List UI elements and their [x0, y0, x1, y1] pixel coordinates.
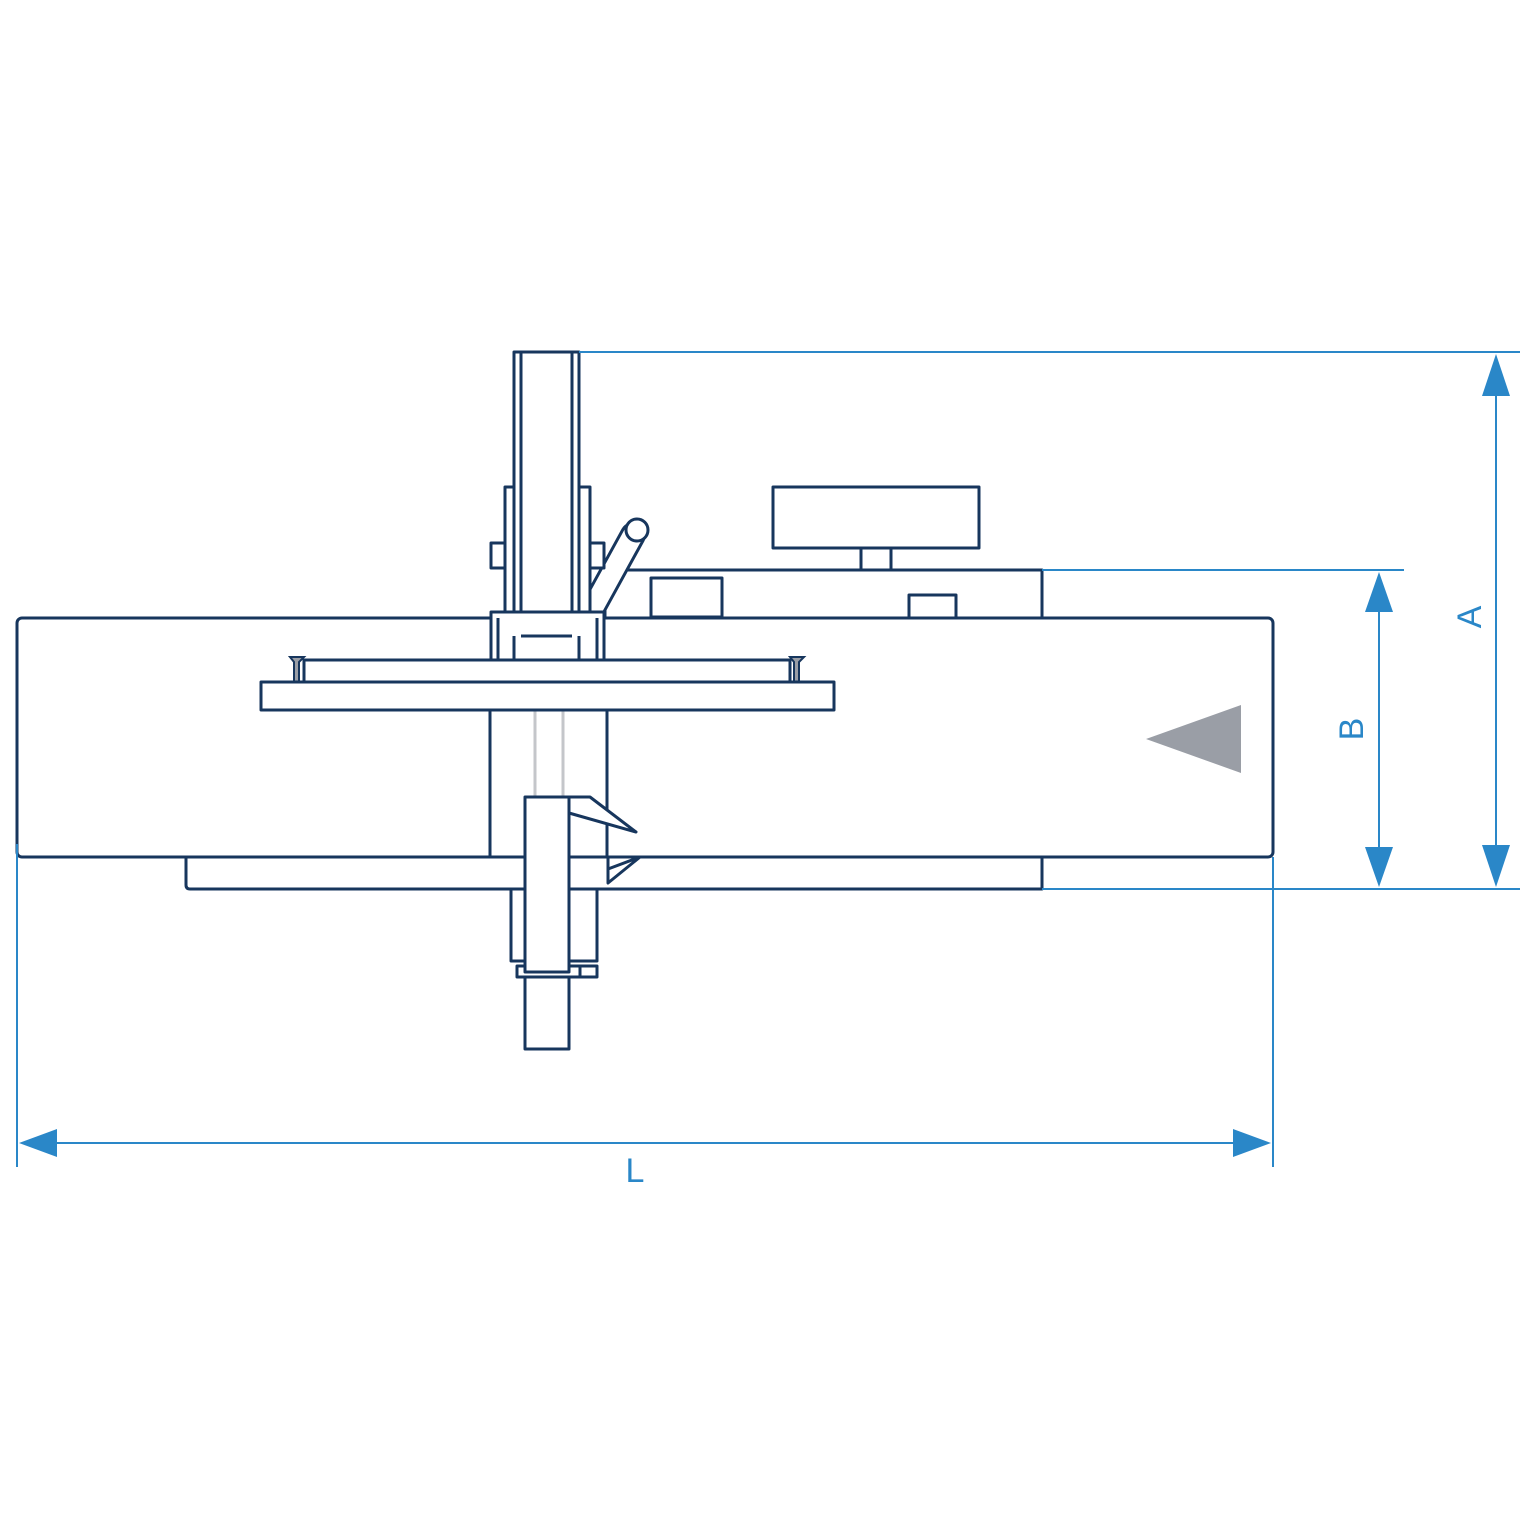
dimension-a-label: A — [1451, 605, 1489, 628]
slide-guide — [606, 855, 641, 871]
control-box — [771, 485, 981, 550]
work-table — [259, 680, 836, 712]
dimension-b: B — [1333, 572, 1393, 887]
dimension-l-label: L — [626, 1152, 645, 1190]
arrow-left-icon — [19, 1129, 57, 1157]
fence-rail — [302, 658, 792, 684]
direction-marker-icon — [1146, 705, 1241, 773]
vertical-column — [512, 350, 581, 638]
tension-lever — [581, 517, 650, 619]
main-body — [15, 616, 1275, 859]
dimension-annotations: A B L — [16, 351, 1520, 1190]
blade-guide-detail — [496, 618, 599, 660]
arrow-down-icon — [1482, 845, 1510, 887]
arrow-up-icon — [1482, 354, 1510, 396]
dimension-a: A — [1451, 354, 1510, 887]
lower-guide-arm — [523, 795, 571, 974]
dimension-l: L — [19, 1129, 1271, 1190]
machine — [15, 350, 1275, 1051]
dimension-b-label: B — [1333, 718, 1371, 741]
right-bracket-inner — [577, 485, 592, 620]
arrow-right-icon — [1233, 1129, 1271, 1157]
housing-window — [649, 576, 724, 619]
lever-knob — [624, 517, 650, 543]
guide-arm-lever — [567, 795, 638, 834]
arrow-up-icon — [1365, 572, 1393, 612]
arrow-down-icon — [1365, 847, 1393, 887]
control-box-stem — [859, 546, 893, 572]
housing-clip — [907, 593, 958, 620]
